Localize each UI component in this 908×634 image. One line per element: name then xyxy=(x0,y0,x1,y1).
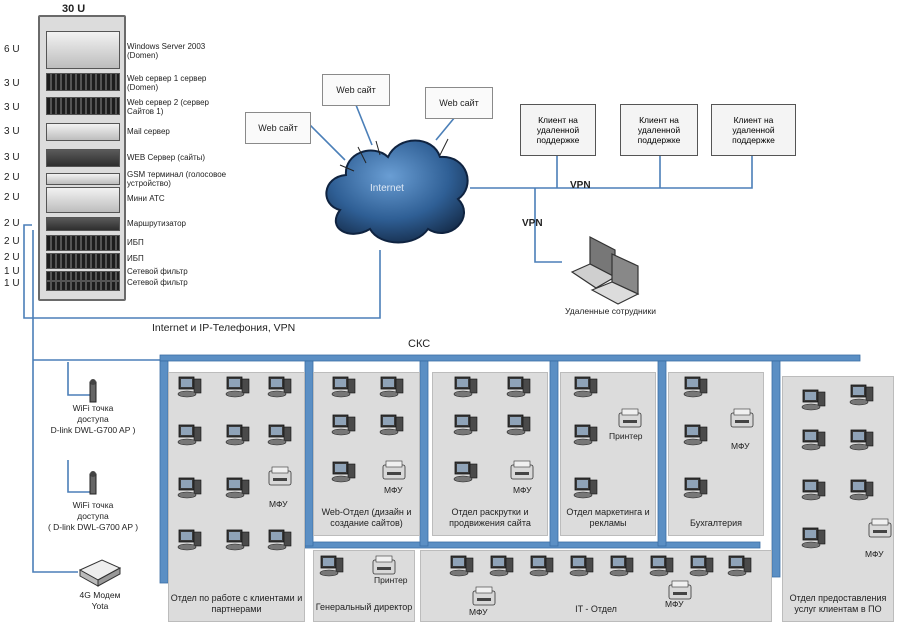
rack-unit-server xyxy=(46,31,120,69)
laptop-icon xyxy=(570,236,640,305)
wifi-label-line: ( D-link DWL-G700 AP ) xyxy=(47,522,139,532)
dept-label: Генеральный директор xyxy=(315,602,413,612)
unit-size: 6 U xyxy=(4,44,20,55)
remote-client-box: Клиент на удаленной поддержке xyxy=(620,104,698,156)
unit-label: Мини АТС xyxy=(127,194,165,203)
device-label: МФУ xyxy=(384,485,403,495)
dept-label: Отдел раскрутки и продвижения сайта xyxy=(449,507,531,528)
device-label: МФУ xyxy=(469,607,488,617)
dept-web: Web-Отдел (дизайн и создание сайтов) МФУ xyxy=(313,372,420,536)
web-site-box: Web сайт xyxy=(245,112,311,144)
dept-label: Отдел по работе с клиентами и партнерами xyxy=(170,593,303,614)
unit-label: Маршрутизатор xyxy=(127,219,186,228)
rack-unit-ups1 xyxy=(46,235,120,251)
unit-size: 3 U xyxy=(4,102,20,113)
server-rack xyxy=(38,15,126,301)
modem-label: 4G Модем Yota xyxy=(60,590,140,612)
dept-promotion: Отдел раскрутки и продвижения сайта МФУ xyxy=(432,372,548,536)
unit-label: Сетевой фильтр xyxy=(127,267,188,276)
internet-line-label: Internet и IP-Телефония, VPN xyxy=(152,322,296,334)
remote-client-box: Клиент на удаленной поддержке xyxy=(711,104,796,156)
wifi-label-line: D-link DWL-G700 AP ) xyxy=(50,425,136,435)
rack-unit-pbx xyxy=(46,187,120,213)
unit-size: 3 U xyxy=(4,78,20,89)
unit-size: 2 U xyxy=(4,252,20,263)
internet-cloud-icon xyxy=(325,138,469,244)
unit-size: 2 U xyxy=(4,236,20,247)
rack-unit-websites xyxy=(46,149,120,167)
internet-label: Internet xyxy=(370,183,404,194)
vpn-label: VPN xyxy=(570,180,591,191)
rack-unit-ups2 xyxy=(46,253,120,269)
modem-label-line: 4G Модем xyxy=(79,590,121,600)
wifi-label-line: WiFi точка xyxy=(72,500,114,510)
rack-unit-filter2 xyxy=(46,281,120,291)
unit-label: WEB Сервер (сайты) xyxy=(127,153,206,162)
web-site-box: Web сайт xyxy=(425,87,493,119)
unit-size: 2 U xyxy=(4,192,20,203)
unit-label: Сетевой фильтр xyxy=(127,278,188,287)
unit-size: 3 U xyxy=(4,152,20,163)
wifi-antenna-icon xyxy=(89,379,97,403)
wifi-label-line: доступа xyxy=(77,414,109,424)
wifi-label: WiFi точка доступа ( D-link DWL-G700 AP … xyxy=(38,500,148,533)
modem-label-line: Yota xyxy=(91,601,109,611)
wifi-antenna-icon xyxy=(89,471,97,495)
rack-unit-web2 xyxy=(46,97,120,115)
device-label: Принтер xyxy=(374,575,408,585)
unit-size: 1 U xyxy=(4,266,20,277)
vpn-label: VPN xyxy=(522,218,543,229)
unit-size: 1 U xyxy=(4,278,20,289)
rack-unit-web1 xyxy=(46,73,120,91)
unit-size: 2 U xyxy=(4,218,20,229)
device-label: МФУ xyxy=(665,599,684,609)
rack-unit-router xyxy=(46,217,120,231)
device-label: МФУ xyxy=(269,499,288,509)
dept-label: Web-Отдел (дизайн и создание сайтов) xyxy=(321,507,412,528)
unit-label: GSM терминал (голосовое устройство) xyxy=(127,170,227,188)
device-label: Принтер xyxy=(609,431,643,441)
rack-title: 30 U xyxy=(62,3,86,15)
web-site-box: Web сайт xyxy=(322,74,390,106)
rack-unit-mail xyxy=(46,123,120,141)
device-label: МФУ xyxy=(731,441,750,451)
remote-users-label: Удаленные сотрудники xyxy=(565,306,656,316)
dept-accounting: Бухгалтерия МФУ xyxy=(668,372,764,536)
wifi-label-line: доступа xyxy=(77,511,109,521)
remote-client-box: Клиент на удаленной поддержке xyxy=(520,104,596,156)
dept-label: IT - Отдел xyxy=(575,604,617,614)
sks-label: СКС xyxy=(408,338,431,350)
dept-label: Отдел маркетинга и рекламы xyxy=(566,507,650,528)
unit-label: Web сервер 2 (сервер Сайтов 1) xyxy=(127,98,209,116)
wifi-label-line: WiFi точка xyxy=(72,403,114,413)
unit-label: ИБП xyxy=(127,254,144,263)
dept-marketing: Отдел маркетинга и рекламы Принтер xyxy=(560,372,656,536)
rack-unit-filter1 xyxy=(46,271,120,281)
unit-label: ИБП xyxy=(127,238,144,247)
unit-label: Mail сервер xyxy=(127,127,170,136)
rack-unit-gsm xyxy=(46,173,120,185)
dept-label: Бухгалтерия xyxy=(690,518,742,528)
unit-size: 2 U xyxy=(4,172,20,183)
dept-label: Отдел предоставления услуг клиентам в ПО xyxy=(789,593,887,614)
device-label: МФУ xyxy=(865,549,884,559)
unit-label: Windows Server 2003 (Domen) xyxy=(127,42,206,60)
device-label: МФУ xyxy=(513,485,532,495)
wifi-label: WiFi точка доступа D-link DWL-G700 AP ) xyxy=(38,403,148,436)
unit-size: 3 U xyxy=(4,126,20,137)
dept-it: IT - Отдел МФУ МФУ xyxy=(420,550,772,622)
unit-label: Web сервер 1 сервер (Domen) xyxy=(127,74,207,92)
modem-icon xyxy=(78,559,122,587)
dept-software-services: Отдел предоставления услуг клиентам в ПО… xyxy=(782,376,894,622)
